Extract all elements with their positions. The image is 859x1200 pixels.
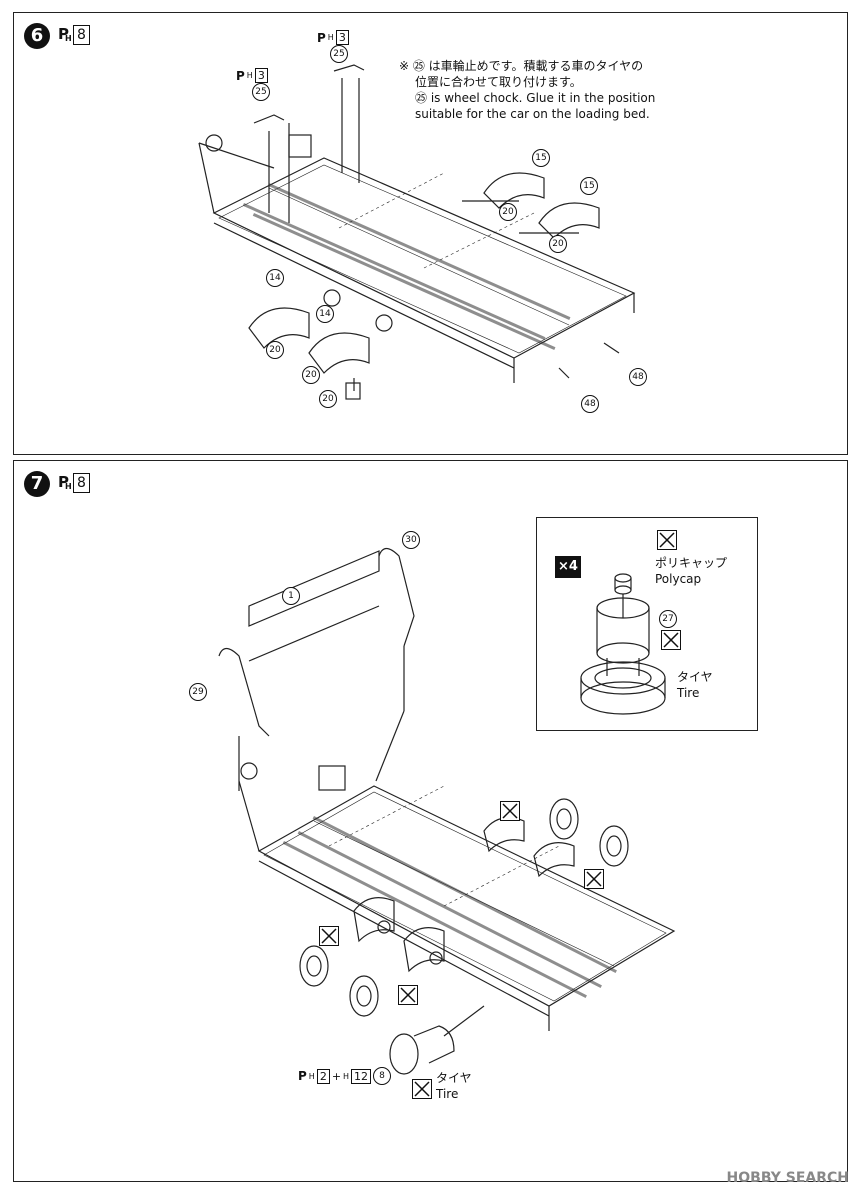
callout-20c: 20: [266, 341, 284, 359]
watermark: HOBBY SEARCH: [726, 1170, 849, 1186]
callout-14b: 14: [316, 305, 334, 323]
inset-tire-jp: タイヤ: [677, 670, 713, 684]
no-cement-icon: [657, 530, 677, 550]
callout-30: 30: [402, 531, 420, 549]
callout-15b: 15: [580, 177, 598, 195]
callout-20a: 20: [499, 203, 517, 221]
paint-ref-number: 8: [73, 25, 90, 45]
callout-25a: 25: [252, 83, 270, 101]
no-cement-icon: [398, 985, 418, 1005]
callout-29: 29: [189, 683, 207, 701]
no-cement-icon: [661, 630, 681, 650]
polycap-inset: ×4 ポリキャップ Polycap 27 タイヤ Tire: [536, 517, 758, 731]
tire-label-jp: タイヤ: [436, 1071, 472, 1085]
no-cement-icon: [412, 1079, 432, 1099]
callout-27: 27: [659, 610, 677, 628]
assembly-note: ※ ㉕ は車輪止めです。積載する車のタイヤの 位置に合わせて取り付けます。 ㉕ …: [399, 59, 656, 121]
trailer-diagram-7: [218, 547, 676, 1075]
polycap-label-en: Polycap: [655, 572, 702, 586]
callout-1: 1: [282, 587, 300, 605]
no-cement-icon: [319, 926, 339, 946]
trailer-diagram-6: [198, 64, 636, 400]
callout-20d: 20: [302, 366, 320, 384]
callout-48a: 48: [629, 368, 647, 386]
callout-15a: 15: [532, 149, 550, 167]
callout-48b: 48: [581, 395, 599, 413]
no-cement-icon: [500, 801, 520, 821]
inset-tire-en: Tire: [677, 686, 700, 700]
paint-ref-number: 8: [73, 473, 90, 493]
callout-14a: 14: [266, 269, 284, 287]
tire-label-en: Tire: [436, 1087, 459, 1101]
callout-25b: 25: [330, 45, 348, 63]
polycap-diagram: [580, 573, 666, 715]
callout-20b: 20: [549, 235, 567, 253]
step-number-6: 6: [24, 23, 50, 49]
multiplier-badge: ×4: [555, 556, 581, 578]
step-number-7: 7: [24, 471, 50, 497]
polycap-label-jp: ポリキャップ: [655, 556, 728, 570]
no-cement-icon: [584, 869, 604, 889]
callout-20e: 20: [319, 390, 337, 408]
